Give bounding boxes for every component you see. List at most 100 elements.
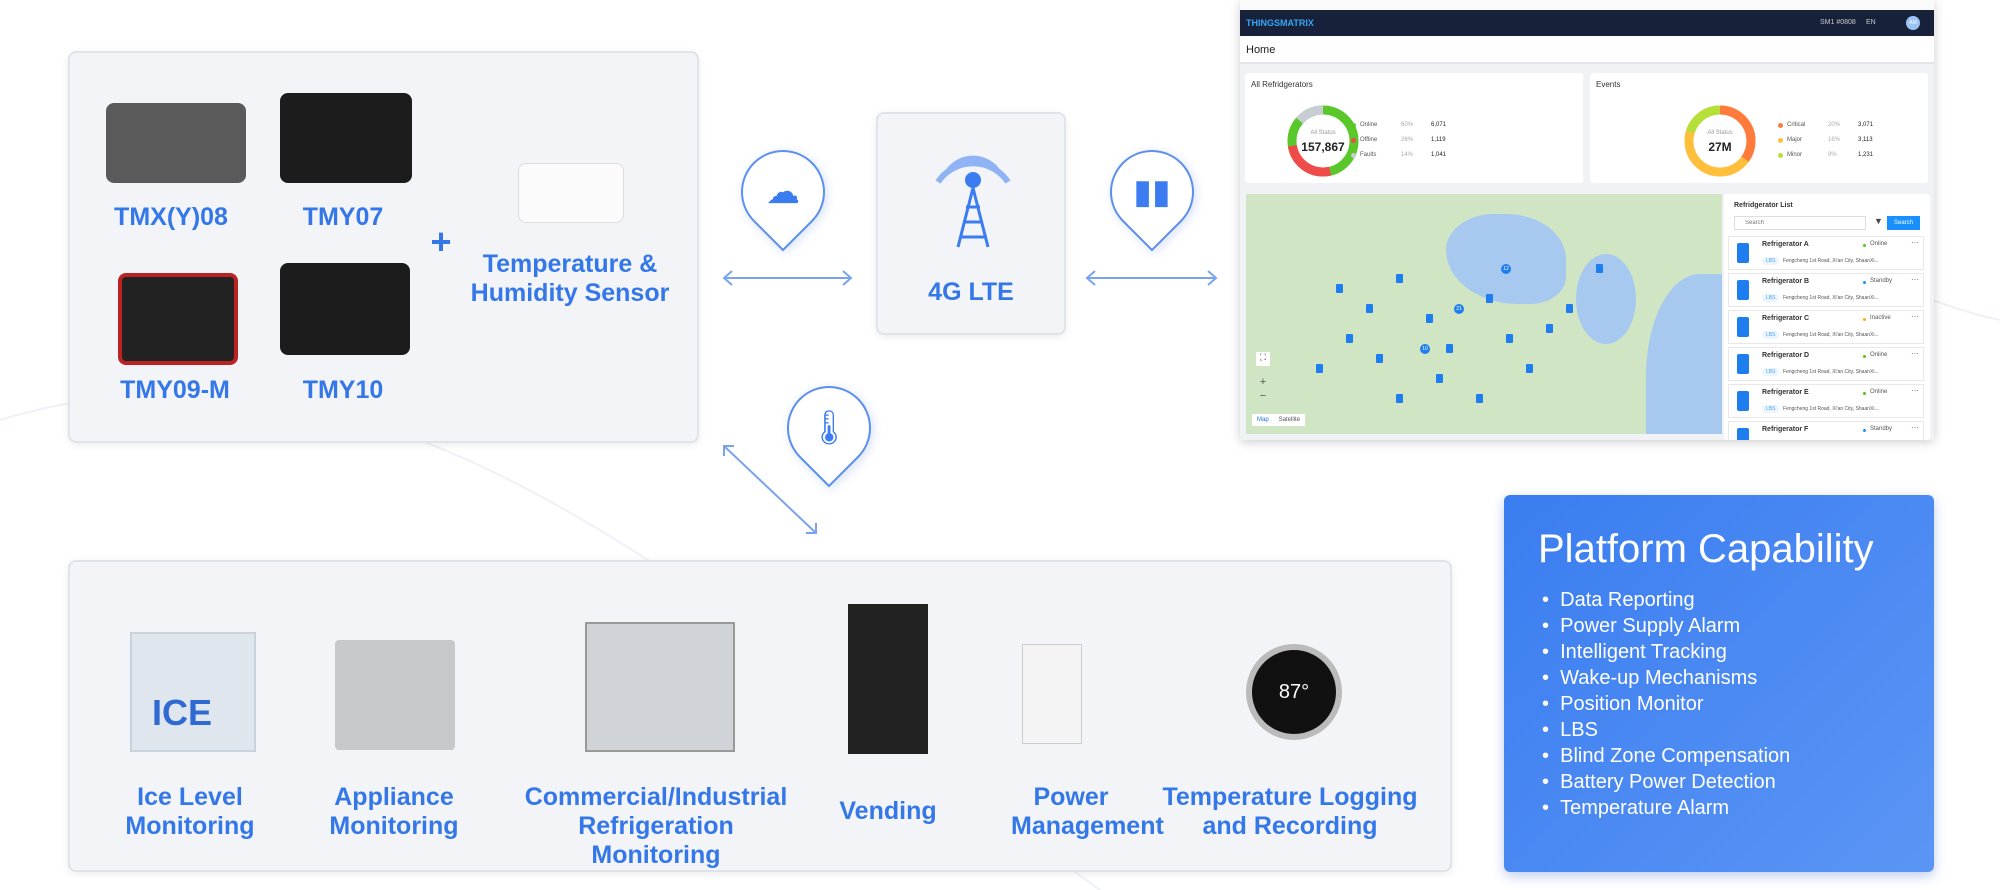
search-input[interactable] [1734, 216, 1866, 230]
map-marker[interactable] [1596, 264, 1603, 273]
map-marker[interactable] [1446, 344, 1453, 353]
lbs-badge: LBS [1762, 294, 1780, 302]
application-label: Power Management [1011, 783, 1164, 840]
top-nav: THINGSMATRIX SM1 #0808 EN AM [1240, 10, 1934, 36]
application-label: Commercial/Industrial Refrigeration Moni… [524, 783, 788, 869]
tab-map[interactable]: Map [1257, 417, 1269, 423]
tab-satellite[interactable]: Satellite [1278, 417, 1301, 423]
more-icon[interactable]: ⋯ [1911, 238, 1919, 247]
thermostat-image: 87° [1246, 644, 1342, 740]
ice-sign: ICE [152, 692, 213, 733]
capability-item: • Wake-up Mechanisms [1542, 665, 1790, 691]
device-label: TMY10 [302, 376, 384, 404]
device-image-tmy07 [280, 93, 412, 183]
map-marker[interactable] [1316, 364, 1323, 373]
item-name: Refrigerator B [1762, 278, 1810, 285]
map-marker[interactable] [1526, 364, 1533, 373]
map-marker[interactable] [1486, 294, 1493, 303]
device-label: TMY09-M [120, 376, 230, 404]
legend-name: Major [1787, 137, 1803, 143]
zoom-in-button[interactable]: + [1259, 376, 1267, 388]
legend-dot [1351, 123, 1356, 128]
bullet: • [1542, 641, 1561, 663]
map-marker[interactable] [1396, 394, 1403, 403]
map-marker[interactable] [1506, 334, 1513, 343]
donut-label: All Status [1310, 130, 1336, 136]
more-icon[interactable]: ⋯ [1911, 386, 1919, 395]
connection-arrows [722, 270, 1218, 534]
more-icon[interactable]: ⋯ [1911, 275, 1919, 284]
map-cluster[interactable]: 10 [1420, 344, 1430, 354]
sensor-image [518, 163, 624, 223]
map-marker[interactable] [1336, 284, 1343, 293]
more-icon[interactable]: ⋯ [1911, 312, 1919, 321]
capability-item: • Blind Zone Compensation [1542, 743, 1790, 769]
donut-total: 157,867 [1301, 140, 1345, 154]
legend-dot [1778, 153, 1783, 158]
map-cluster[interactable]: 12 [1501, 264, 1511, 274]
map[interactable]: 12 10 21 ⛶ + − Map Satellite [1246, 194, 1722, 434]
refrigerators-card: All Refridgerators All Status 157,867 On… [1245, 73, 1583, 183]
platform-capability-panel: Platform Capability • Data Reporting• Po… [1504, 495, 1934, 872]
item-address: Fengcheng 1st Road, Xi'an City, ShaanXi.… [1783, 295, 1879, 301]
map-marker[interactable] [1476, 394, 1483, 403]
language-selector[interactable]: EN [1866, 19, 1876, 26]
legend-name: Faults [1360, 152, 1377, 158]
item-address: Fengcheng 1st Road, Xi'an City, ShaanXi.… [1783, 258, 1879, 264]
item-name: Refrigerator C [1762, 315, 1810, 322]
map-marker[interactable] [1546, 324, 1553, 333]
refrigerator-image [585, 622, 735, 752]
map-marker[interactable] [1346, 334, 1353, 343]
status-dot [1863, 244, 1866, 247]
browser-bar [1240, 0, 1934, 10]
map-marker[interactable] [1376, 354, 1383, 363]
legend-count: 1,231 [1858, 152, 1874, 158]
dashboard-screenshot: THINGSMATRIX SM1 #0808 EN AM Home All Re… [1240, 0, 1934, 440]
ocean [1646, 274, 1722, 434]
fullscreen-button[interactable]: ⛶ [1256, 352, 1270, 366]
map-marker[interactable] [1366, 304, 1373, 313]
item-status: Standby [1870, 426, 1893, 432]
capability-item: • LBS [1542, 717, 1790, 743]
legend-count: 6,071 [1431, 122, 1447, 128]
network-box [876, 112, 1066, 335]
avatar[interactable]: AM [1906, 16, 1920, 30]
device-image-tmy10 [280, 263, 410, 355]
legend-pct: 16% [1828, 137, 1841, 143]
map-marker[interactable] [1426, 314, 1433, 323]
device-label: TMY07 [302, 203, 384, 231]
legend-pct: 60% [1401, 122, 1414, 128]
bullet: • [1542, 745, 1561, 767]
plus-icon: + [430, 221, 452, 262]
map-marker[interactable] [1396, 274, 1403, 283]
map-marker[interactable] [1436, 374, 1443, 383]
applications-panel: ICE 87° [68, 560, 1452, 872]
bullet: • [1542, 771, 1561, 793]
power-meter-image [1022, 644, 1082, 744]
map-cluster[interactable]: 21 [1454, 304, 1464, 314]
zoom-out-button[interactable]: − [1259, 390, 1267, 402]
item-status: Standby [1870, 278, 1893, 284]
filter-icon[interactable]: ▼ [1874, 216, 1883, 226]
lake [1446, 214, 1566, 304]
lake [1576, 254, 1636, 344]
legend-pct: 9% [1828, 152, 1837, 158]
more-icon[interactable]: ⋯ [1911, 423, 1919, 432]
org-selector[interactable]: SM1 #0808 [1820, 19, 1856, 26]
more-icon[interactable]: ⋯ [1911, 349, 1919, 358]
status-dot [1863, 429, 1866, 432]
capability-label: Power Supply Alarm [1560, 615, 1741, 637]
legend-count: 1,041 [1431, 152, 1447, 158]
card-title: All Refridgerators [1251, 80, 1313, 89]
item-status: Inactive [1870, 315, 1891, 321]
capability-label: LBS [1560, 719, 1598, 741]
map-marker[interactable] [1566, 304, 1573, 313]
search-button[interactable]: Search [1887, 216, 1920, 230]
